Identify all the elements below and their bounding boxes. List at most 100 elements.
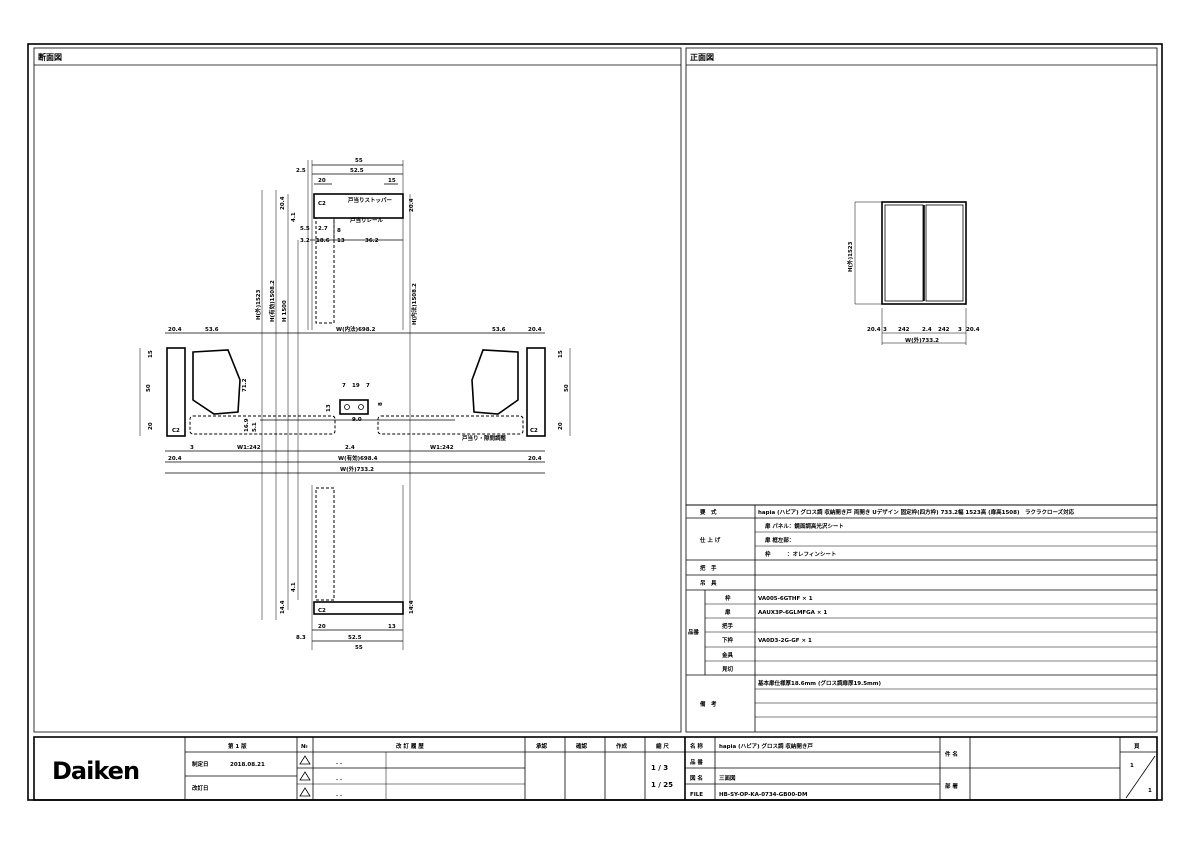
svg-text:. .: . . — [336, 776, 342, 782]
svg-text:品 番: 品 番 — [690, 758, 703, 766]
svg-text:20.4: 20.4 — [280, 196, 286, 210]
section-title: 断面図 — [38, 52, 62, 62]
svg-text:H 1500: H 1500 — [282, 300, 288, 322]
svg-text:頁: 頁 — [1134, 742, 1140, 750]
svg-text:19: 19 — [352, 383, 360, 389]
svg-text:14.4: 14.4 — [280, 600, 286, 614]
daiken-logo: Daiken — [52, 757, 139, 785]
svg-text:W1:242: W1:242 — [237, 445, 261, 451]
svg-text:W(内法)698.2: W(内法)698.2 — [336, 325, 376, 333]
svg-text:縮 尺: 縮 尺 — [656, 742, 669, 750]
svg-text:52.5: 52.5 — [348, 635, 362, 641]
svg-text:242: 242 — [938, 327, 950, 333]
svg-text:見切: 見切 — [721, 665, 734, 673]
front-view-drawing: H(外)1523 20.4 3 242 2.4 242 3 20.4 W(外)7… — [846, 201, 980, 345]
svg-text:W(外)733.2: W(外)733.2 — [905, 336, 939, 344]
svg-text:2.4: 2.4 — [922, 327, 932, 333]
svg-text:13: 13 — [326, 404, 332, 412]
svg-text:20.4: 20.4 — [168, 456, 182, 462]
top-frame-section: 55 52.5 2.5 20 15 C2 戸当りストッパー 戸当りレール 5.5… — [280, 158, 415, 330]
svg-text:制定日: 制定日 — [192, 760, 209, 768]
svg-text:18.6: 18.6 — [316, 238, 330, 244]
front-view-panel: 正面図 — [685, 47, 1158, 506]
svg-text:52.5: 52.5 — [350, 168, 364, 174]
svg-text:20.4: 20.4 — [966, 327, 980, 333]
svg-text:枠 ：オレフィンシート: 枠 ：オレフィンシート — [764, 550, 836, 558]
svg-text:3: 3 — [958, 327, 962, 333]
svg-text:7: 7 — [342, 383, 346, 389]
svg-text:図 名: 図 名 — [690, 774, 703, 782]
svg-text:20.4: 20.4 — [409, 198, 415, 212]
svg-text:W(有効)698.4: W(有効)698.4 — [338, 454, 378, 462]
spec-table: 要 式 hapia (ハピア) グロス調 収納開き戸 両開き Uデザイン 固定枠… — [685, 504, 1158, 733]
svg-text:要 式: 要 式 — [700, 508, 717, 516]
svg-text:W1:242: W1:242 — [430, 445, 454, 451]
svg-text:14.4: 14.4 — [409, 600, 415, 614]
svg-text:FILE: FILE — [690, 792, 703, 798]
svg-text:5.1: 5.1 — [252, 422, 258, 432]
svg-text:C2: C2 — [530, 428, 538, 434]
svg-text:部 署: 部 署 — [945, 782, 958, 790]
svg-text:20: 20 — [558, 422, 564, 430]
svg-text:20: 20 — [318, 624, 326, 630]
svg-text:確認: 確認 — [576, 742, 588, 750]
svg-text:C2: C2 — [318, 608, 326, 614]
svg-text:1: 1 — [1148, 788, 1152, 794]
svg-text:. .: . . — [336, 792, 342, 798]
svg-text:55: 55 — [355, 645, 363, 651]
svg-text:3: 3 — [883, 327, 887, 333]
svg-text:4.1: 4.1 — [291, 212, 297, 222]
svg-text:件 名: 件 名 — [945, 750, 958, 758]
svg-text:仕 上 げ: 仕 上 げ — [699, 536, 721, 544]
svg-text:2.7: 2.7 — [318, 226, 328, 232]
svg-text:扉 パネル：鏡面調高光沢シート: 扉 パネル：鏡面調高光沢シート — [764, 522, 844, 530]
svg-text:53.6: 53.6 — [205, 327, 219, 333]
svg-text:把手: 把手 — [722, 622, 734, 630]
svg-text:品番: 品番 — [688, 628, 700, 636]
svg-text:AAUX3P-6GLMFGA × 1: AAUX3P-6GLMFGA × 1 — [758, 610, 827, 616]
svg-text:戸当りストッパー: 戸当りストッパー — [348, 196, 393, 204]
svg-text:20: 20 — [318, 178, 326, 184]
svg-text:扉 框左部：: 扉 框左部： — [764, 536, 794, 544]
svg-text:3: 3 — [190, 445, 194, 451]
horizontal-section: 20.4 53.6 W(内法)698.2 53.6 20.4 50 50 15 … — [139, 325, 571, 474]
svg-text:備 考: 備 考 — [700, 700, 717, 708]
section-drawing: 55 52.5 2.5 20 15 C2 戸当りストッパー 戸当りレール 5.5… — [139, 158, 571, 651]
svg-text:15: 15 — [388, 178, 396, 184]
svg-text:戸当り・隙間調整: 戸当り・隙間調整 — [462, 434, 507, 442]
svg-text:H(内法)1508.2: H(内法)1508.2 — [410, 283, 418, 325]
svg-text:VA0D3-2G-GF × 1: VA0D3-2G-GF × 1 — [758, 638, 812, 644]
front-title: 正面図 — [690, 53, 714, 62]
svg-text:三面図: 三面図 — [719, 774, 736, 782]
svg-text:戸当りレール: 戸当りレール — [350, 216, 384, 224]
svg-text:HB-SY-OP-KA-0734-GB00-DM: HB-SY-OP-KA-0734-GB00-DM — [719, 792, 807, 798]
svg-text:VA005-6GTHF × 1: VA005-6GTHF × 1 — [758, 596, 813, 602]
svg-text:2.4: 2.4 — [345, 445, 355, 451]
svg-text:把 手: 把 手 — [700, 564, 717, 572]
svg-text:W(外)733.2: W(外)733.2 — [340, 465, 374, 473]
svg-text:16.9: 16.9 — [244, 418, 250, 432]
svg-text:15: 15 — [558, 350, 564, 358]
svg-text:20: 20 — [148, 422, 154, 430]
svg-text:改訂日: 改訂日 — [192, 784, 209, 792]
svg-text:第 1 版: 第 1 版 — [228, 742, 247, 750]
svg-text:枠: 枠 — [724, 594, 731, 602]
svg-text:71.2: 71.2 — [242, 378, 248, 392]
svg-text:5.5: 5.5 — [300, 226, 310, 232]
svg-text:下枠: 下枠 — [722, 636, 734, 644]
svg-text:H(外)1523: H(外)1523 — [254, 289, 262, 320]
svg-text:50: 50 — [564, 384, 570, 392]
svg-text:改 訂 履 歴: 改 訂 履 歴 — [396, 742, 424, 750]
svg-text:基本扉仕様厚18.6mm (グロス調扉厚19.5mm): 基本扉仕様厚18.6mm (グロス調扉厚19.5mm) — [757, 679, 881, 687]
svg-text:№: № — [300, 743, 308, 750]
section-view-panel: 断面図 — [33, 47, 682, 733]
svg-text:53.6: 53.6 — [492, 327, 506, 333]
svg-text:20.4: 20.4 — [528, 327, 542, 333]
svg-text:H(有効)1508.2: H(有効)1508.2 — [268, 280, 276, 322]
svg-text:8: 8 — [378, 402, 384, 406]
svg-text:承認: 承認 — [536, 742, 548, 750]
svg-text:C2: C2 — [172, 428, 180, 434]
svg-text:扉: 扉 — [724, 608, 731, 616]
front-height-dim: H(外)1523 — [846, 241, 854, 272]
